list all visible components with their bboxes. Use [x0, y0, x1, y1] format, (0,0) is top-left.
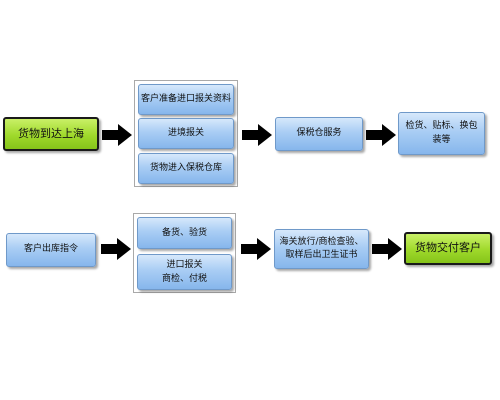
end-node-deliver-to-customer: 货物交付客户 — [404, 232, 492, 265]
import-step-enter-bonded-warehouse: 货物进入保税仓库 — [138, 153, 234, 184]
outbound-step-label: 进口报关 — [166, 259, 203, 270]
arrow-right-icon — [242, 124, 272, 146]
start-node-label: 货物到达上海 — [18, 126, 84, 140]
start-node-goods-arrive-shanghai: 货物到达上海 — [3, 117, 99, 151]
customs-release-inspection-line: 取样后出卫生证书 — [285, 250, 358, 260]
inspect-label-repack-line: 装等 — [432, 134, 451, 145]
arrow-right-icon — [101, 238, 131, 260]
import-step-label: 货物进入保税仓库 — [149, 163, 222, 174]
customs-release-inspection-line: 海关放行/商检查验、 — [279, 236, 364, 247]
import-step-label: 进境报关 — [167, 128, 204, 139]
import-step-prepare-docs: 客户准备进口报关资料 — [138, 84, 234, 115]
import-step-label: 客户准备进口报关资料 — [140, 94, 231, 105]
bonded-warehouse-service-node: 保税仓服务 — [275, 117, 363, 151]
customs-release-inspection-node: 海关放行/商检查验、 取样后出卫生证书 — [274, 229, 369, 269]
outbound-step-label: 商检、付税 — [161, 274, 207, 284]
outbound-steps-group: 备货、验货 进口报关 商检、付税 — [133, 213, 236, 293]
outbound-step-label: 备货、验货 — [161, 227, 207, 238]
outbound-step-import-declaration: 进口报关 商检、付税 — [137, 254, 232, 290]
inspect-label-repack-line: 检货、贴标、换包 — [405, 121, 478, 131]
import-step-customs-entry: 进境报关 — [138, 118, 234, 149]
bonded-warehouse-service-label: 保税仓服务 — [296, 128, 342, 139]
customer-outbound-order-label: 客户出库指令 — [23, 244, 78, 255]
arrow-right-icon — [372, 238, 402, 260]
outbound-step-prepare-inspect: 备货、验货 — [137, 217, 232, 249]
import-steps-group: 客户准备进口报关资料 进境报关 货物进入保税仓库 — [134, 80, 238, 187]
arrow-right-icon — [366, 124, 396, 146]
inspect-label-repack-node: 检货、贴标、换包 装等 — [398, 112, 485, 155]
end-node-label: 货物交付客户 — [415, 241, 481, 255]
arrow-right-icon — [241, 238, 271, 260]
customer-outbound-order-node: 客户出库指令 — [6, 233, 96, 267]
arrow-right-icon — [102, 124, 132, 146]
